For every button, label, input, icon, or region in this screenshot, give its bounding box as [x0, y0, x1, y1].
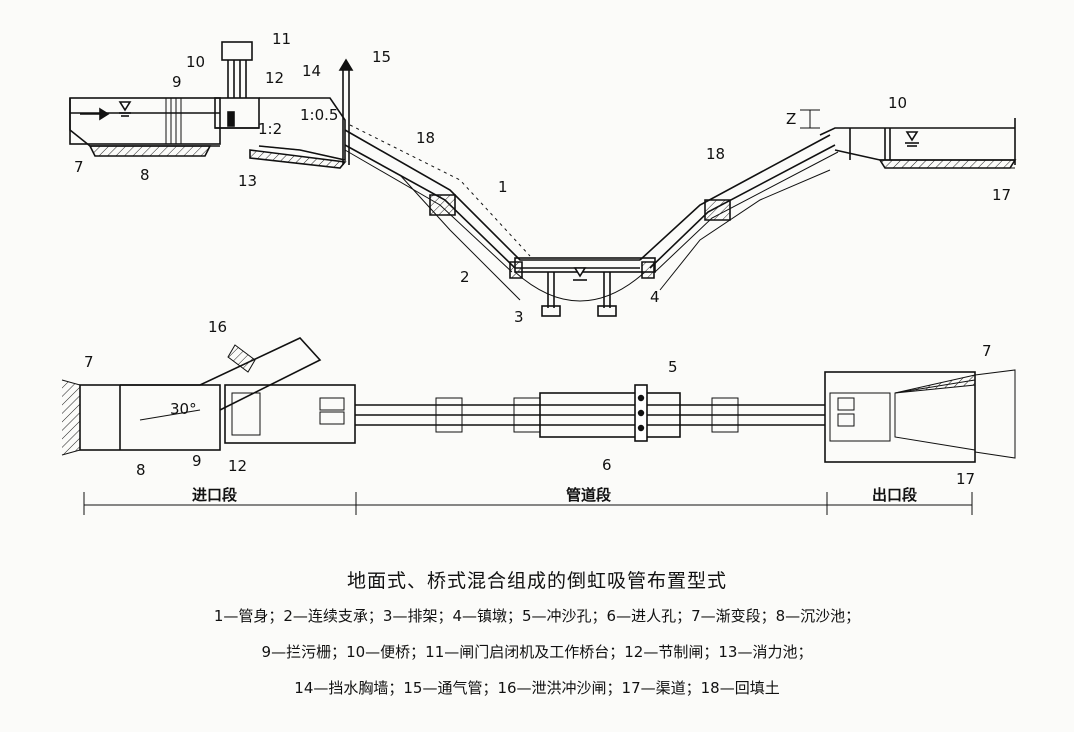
inlet-channel-profile: [69, 97, 221, 157]
plan-label-group: 5 6 7 7 8 9 12 16 17 30° 进口段 管道段 出口段: [84, 318, 992, 504]
plan-label-5: 5: [668, 358, 678, 376]
label-8: 8: [140, 166, 150, 184]
pipe-profile-right: [639, 134, 839, 273]
label-18-right: 18: [706, 145, 725, 163]
water-level-icon: [118, 101, 132, 117]
plan-label-17: 17: [956, 470, 975, 488]
plan-label-7-right: 7: [982, 342, 992, 360]
gate-hoist-structure: [214, 41, 260, 129]
plan-view: [61, 337, 1016, 515]
trash-rack-lines: [165, 98, 182, 144]
label-2: 2: [460, 268, 470, 286]
label-10-left: 10: [186, 53, 205, 71]
legend-line-3: 14—挡水胸墙；15—通气管；16—泄洪冲沙闸；17—渠道；18—回填土: [294, 679, 780, 697]
water-level-icon: [905, 131, 919, 147]
label-7: 7: [74, 158, 84, 176]
pipe-profile-left: [344, 124, 640, 273]
flow-arrow-icon: [80, 107, 110, 121]
plan-label-9: 9: [192, 452, 202, 470]
label-11: 11: [272, 30, 291, 48]
section-pipe-label: 管道段: [566, 486, 611, 504]
outlet-channel-profile: [800, 109, 1017, 169]
section-inlet-label: 进口段: [192, 486, 237, 504]
label-4: 4: [650, 288, 660, 306]
label-1: 1: [498, 178, 508, 196]
stilling-basin-profile: [249, 58, 354, 169]
label-z: Z: [786, 110, 796, 128]
label-18-left: 18: [416, 129, 435, 147]
section-outlet-label: 出口段: [872, 486, 917, 504]
profile-view: [69, 41, 1017, 317]
label-15: 15: [372, 48, 391, 66]
figure-title: 地面式、桥式混合组成的倒虹吸管布置型式: [346, 570, 727, 592]
bridge-support-profile: [509, 257, 656, 317]
label-17: 17: [992, 186, 1011, 204]
label-14: 14: [302, 62, 321, 80]
label-13: 13: [238, 172, 257, 190]
label-9: 9: [172, 73, 182, 91]
pipe-plan: [355, 384, 825, 442]
plan-angle-label: 30°: [170, 400, 197, 418]
legend-line-2: 9—拦污栅；10—便桥；11—闸门启闭机及工作桥台；12—节制闸；13—消力池；: [261, 643, 813, 661]
plan-label-12: 12: [228, 457, 247, 475]
legend-line-1: 1—管身；2—连续支承；3—排架；4—镇墩；5—冲沙孔；6—进人孔；7—渐变段；…: [213, 607, 861, 625]
plan-label-7-left: 7: [84, 353, 94, 371]
water-level-icon: [573, 267, 587, 281]
head-difference-marker: [800, 109, 820, 129]
plan-label-6: 6: [602, 456, 612, 474]
slope-label-1-2: 1:2: [258, 120, 282, 138]
plan-label-8: 8: [136, 461, 146, 479]
section-dimension-line: [83, 492, 973, 515]
ground-surface: [399, 167, 1015, 301]
plan-label-16: 16: [208, 318, 227, 336]
label-10-right: 10: [888, 94, 907, 112]
label-12: 12: [265, 69, 284, 87]
profile-label-group: 1 2 3 4 7 8 9 10 10 11 12 13 14 15 17 18…: [74, 30, 1011, 326]
slope-label-1-0-5: 1:0.5: [300, 106, 338, 124]
inlet-plan: [61, 337, 356, 456]
label-3: 3: [514, 308, 524, 326]
outlet-plan: [824, 369, 1016, 463]
